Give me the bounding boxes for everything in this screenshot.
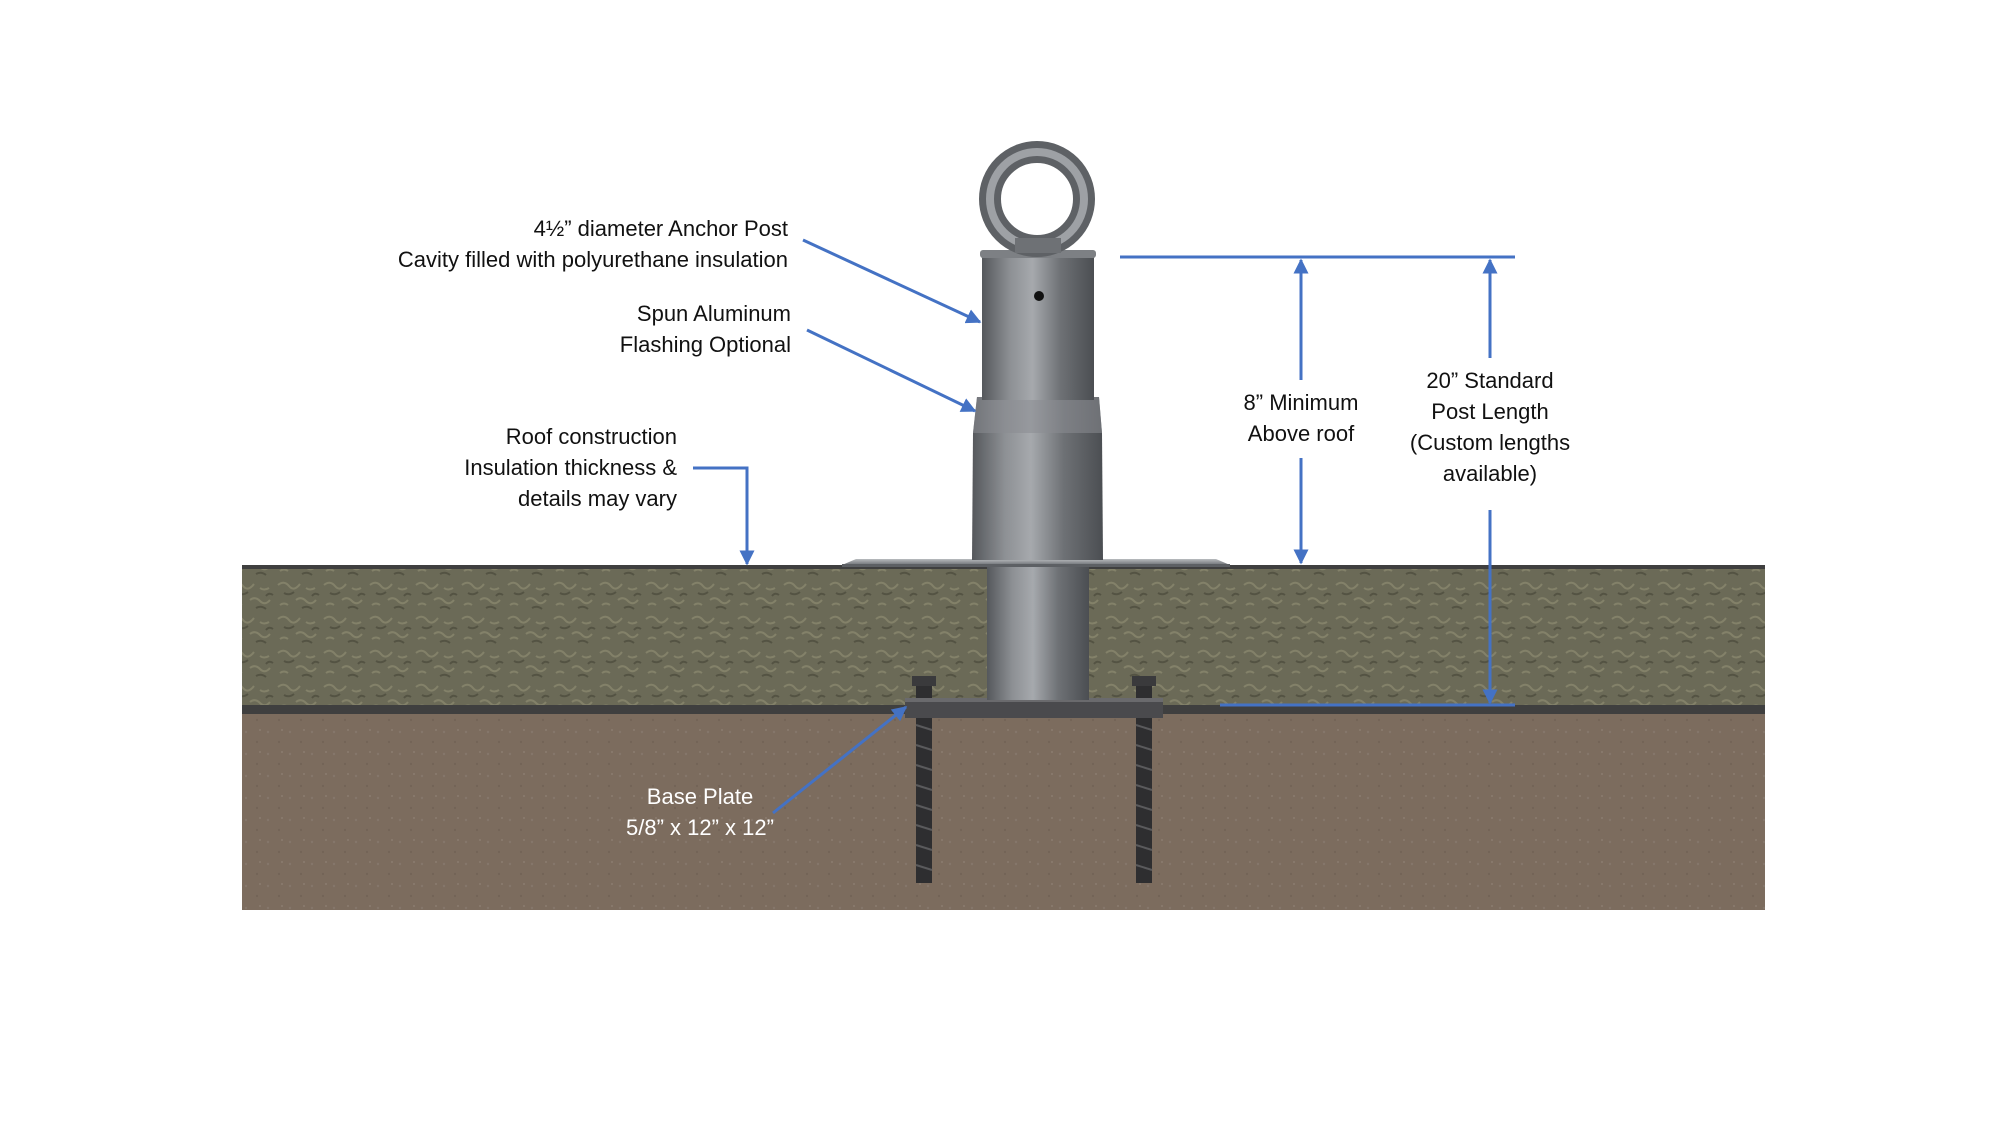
flashing-label-line1: Spun Aluminum xyxy=(636,301,791,326)
standard-label-line4: available) xyxy=(1442,461,1538,486)
roof-construction-label: Roof construction Insulation thickness &… xyxy=(464,421,677,514)
base-plate-label-line2: 5/8” x 12” x 12” xyxy=(626,815,774,840)
minimum-label-line2: Above roof xyxy=(1247,421,1355,446)
base-plate-label-line1: Base Plate xyxy=(646,784,754,809)
standard-label-line1: 20” Standard xyxy=(1426,368,1554,393)
roof-label-line3: details may vary xyxy=(518,486,677,511)
base-plate xyxy=(905,698,1163,718)
minimum-label-line1: 8” Minimum xyxy=(1243,390,1359,415)
anchor-post-label-line1: 4½” diameter Anchor Post xyxy=(533,216,788,241)
anchor-post-arrow xyxy=(802,238,982,324)
flashing-label: Spun Aluminum Flashing Optional xyxy=(620,298,791,360)
roof-arrow xyxy=(693,466,755,566)
base-plate-arrow xyxy=(772,705,908,815)
standard-label-line3: (Custom lengths xyxy=(1409,430,1571,455)
roof-label-line2: Insulation thickness & xyxy=(464,455,677,480)
anchor-bolt-left xyxy=(912,676,936,883)
aluminum-flashing xyxy=(842,397,1230,567)
anchor-post xyxy=(980,250,1096,400)
anchor-bolt-right xyxy=(1132,676,1156,883)
anchor-post-label: 4½” diameter Anchor Post Cavity filled w… xyxy=(398,213,788,275)
post-lower xyxy=(987,563,1089,700)
roof-label-line1: Roof construction xyxy=(505,424,677,449)
standard-post-length-label: 20” Standard Post Length (Custom lengths… xyxy=(1385,365,1595,489)
flashing-label-line2: Flashing Optional xyxy=(619,332,791,357)
standard-label-line2: Post Length xyxy=(1431,399,1549,424)
base-plate-label: Base Plate 5/8” x 12” x 12” xyxy=(580,781,820,843)
anchor-post-label-line2: Cavity filled with polyurethane insulati… xyxy=(397,247,788,272)
flashing-arrow xyxy=(806,328,977,413)
roof-deck xyxy=(242,712,1765,910)
eye-ring xyxy=(979,141,1095,257)
minimum-above-roof-label: 8” Minimum Above roof xyxy=(1211,387,1391,449)
